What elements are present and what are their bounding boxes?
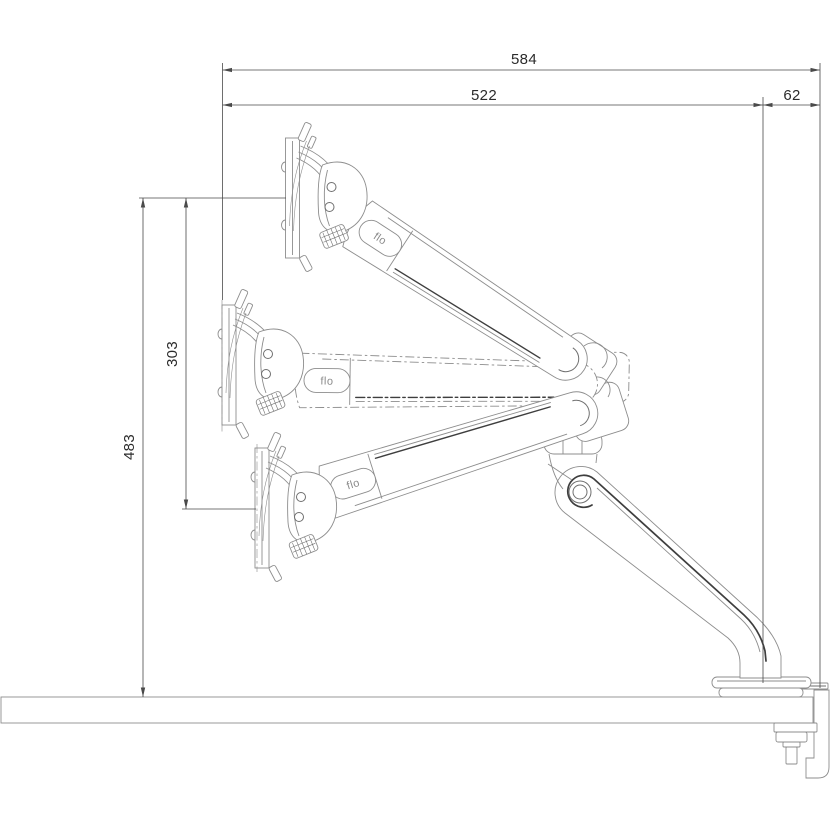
flo-logo-top: flo bbox=[371, 231, 389, 248]
desk-clamp bbox=[773, 689, 830, 779]
dimension-label-62: 62 bbox=[783, 87, 800, 104]
dimension-label-483: 483 bbox=[121, 434, 138, 460]
dimension-width-reach: 522 bbox=[222, 87, 763, 108]
flo-logo-bottom: flo bbox=[345, 477, 361, 492]
dimension-height-travel: 303 bbox=[164, 198, 189, 509]
dimension-label-303: 303 bbox=[164, 341, 181, 367]
elbow-pivot-joint bbox=[568, 480, 592, 504]
clamp-knob bbox=[775, 731, 808, 743]
dimension-label-584: 584 bbox=[511, 51, 537, 68]
base-disc bbox=[711, 676, 812, 689]
flo-logo-middle: flo bbox=[320, 375, 333, 387]
dimension-width-total: 584 bbox=[222, 51, 820, 73]
dimension-annotations: 584 522 62 483 303 bbox=[121, 51, 821, 697]
flo-logo-badge bbox=[303, 367, 351, 394]
clamp-bracket bbox=[805, 689, 830, 779]
desk-surface bbox=[0, 696, 814, 724]
lower-arm-slot bbox=[566, 474, 767, 662]
upper-arm-middle-position: flo bbox=[294, 352, 598, 409]
monitor-mount-bottom bbox=[250, 431, 338, 583]
arm-base bbox=[711, 676, 829, 698]
clamp-pad bbox=[773, 722, 818, 733]
flo-logo-badge bbox=[358, 219, 403, 257]
lower-arm bbox=[554, 466, 782, 679]
dimension-width-offset: 62 bbox=[763, 87, 820, 108]
clamp-screw bbox=[785, 746, 798, 765]
upper-arm-top-position: flo bbox=[342, 200, 588, 381]
monitor-mount-middle bbox=[217, 288, 305, 440]
dimension-height-total: 483 bbox=[121, 198, 146, 697]
upper-arm-bottom-position: flo bbox=[318, 391, 599, 519]
dimension-label-522: 522 bbox=[471, 87, 497, 104]
